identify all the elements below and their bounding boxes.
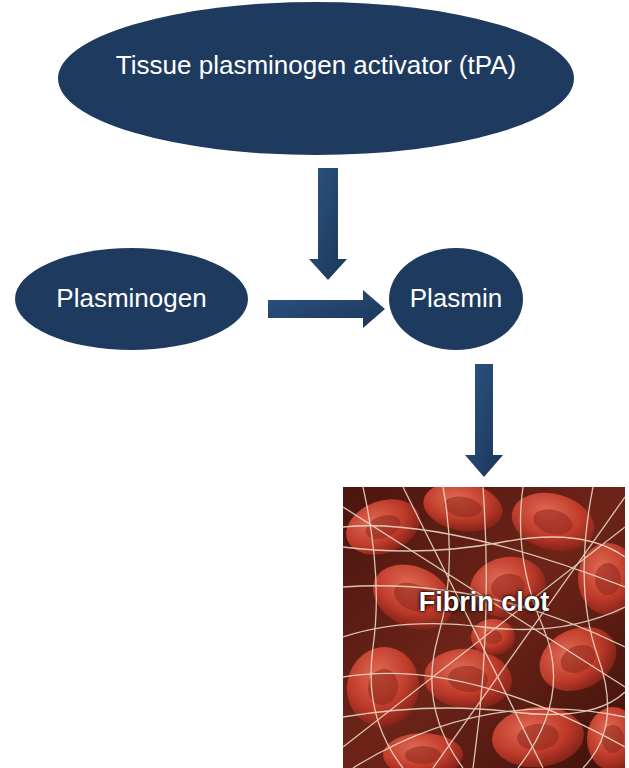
- ellipse-fill: [58, 2, 574, 155]
- node-label: Tissue plasminogen activator (tPA): [116, 51, 516, 81]
- node-label: Plasmin: [410, 284, 502, 314]
- image-caption: Fibrin clot: [419, 587, 550, 618]
- fibrin-strands: [343, 487, 625, 768]
- block-arrow: [465, 364, 503, 477]
- fibrin-illustration: [343, 487, 625, 768]
- ellipse-fill: [15, 248, 248, 350]
- activator-ellipse: Tissue plasminogen activator (tPA): [58, 2, 574, 155]
- node-label: Plasminogen: [56, 284, 206, 314]
- activation-arrow: [309, 168, 347, 280]
- enzyme-ellipse: Plasmin: [389, 248, 523, 350]
- red-cells: [343, 487, 625, 768]
- block-arrow: [268, 290, 385, 328]
- ellipse-fill: [389, 248, 523, 350]
- zymogen-ellipse: Plasminogen: [15, 248, 248, 350]
- clot-image-box: Fibrin clot: [343, 487, 625, 768]
